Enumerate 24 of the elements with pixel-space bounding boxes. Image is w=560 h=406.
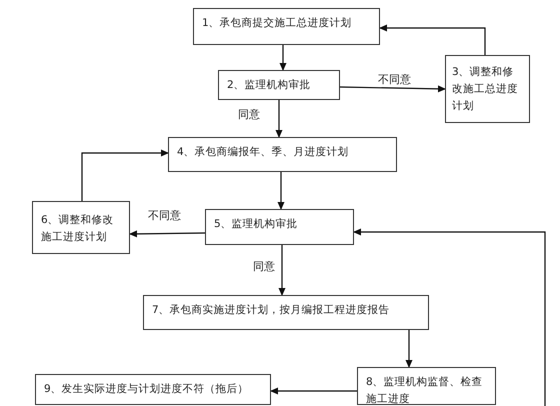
arrow <box>280 45 286 71</box>
process-box: 4、承包商编报年、季、月进度计划 <box>168 137 397 172</box>
process-box: 7、承包商实施进度计划，按月编报工程进度报告 <box>143 295 429 330</box>
arrow <box>278 172 284 210</box>
arrow <box>270 388 357 394</box>
process-box: 6、调整和修改施工进度计划 <box>32 201 130 254</box>
edge-label: 不同意 <box>147 208 182 223</box>
arrow <box>340 85 446 92</box>
arrow <box>406 330 412 368</box>
process-box: 2、监理机构审批 <box>218 70 340 100</box>
edge-label: 同意 <box>252 259 276 274</box>
edge-label: 不同意 <box>377 72 412 87</box>
arrow <box>81 150 169 201</box>
process-box: 8、监理机构监督、检查施工进度 <box>357 367 496 405</box>
arrow <box>129 230 205 238</box>
arrow <box>379 24 486 55</box>
edge-label: 同意 <box>237 107 261 122</box>
process-box: 3、调整和修改施工总进度计划 <box>445 55 530 123</box>
process-box: 1、承包商提交施工总进度计划 <box>193 8 380 45</box>
arrow <box>278 245 286 296</box>
arrow <box>353 228 546 406</box>
arrow <box>276 100 282 138</box>
process-box: 5、监理机构审批 <box>205 209 354 245</box>
process-box: 9、发生实际进度与计划进度不符（拖后） <box>35 374 271 405</box>
